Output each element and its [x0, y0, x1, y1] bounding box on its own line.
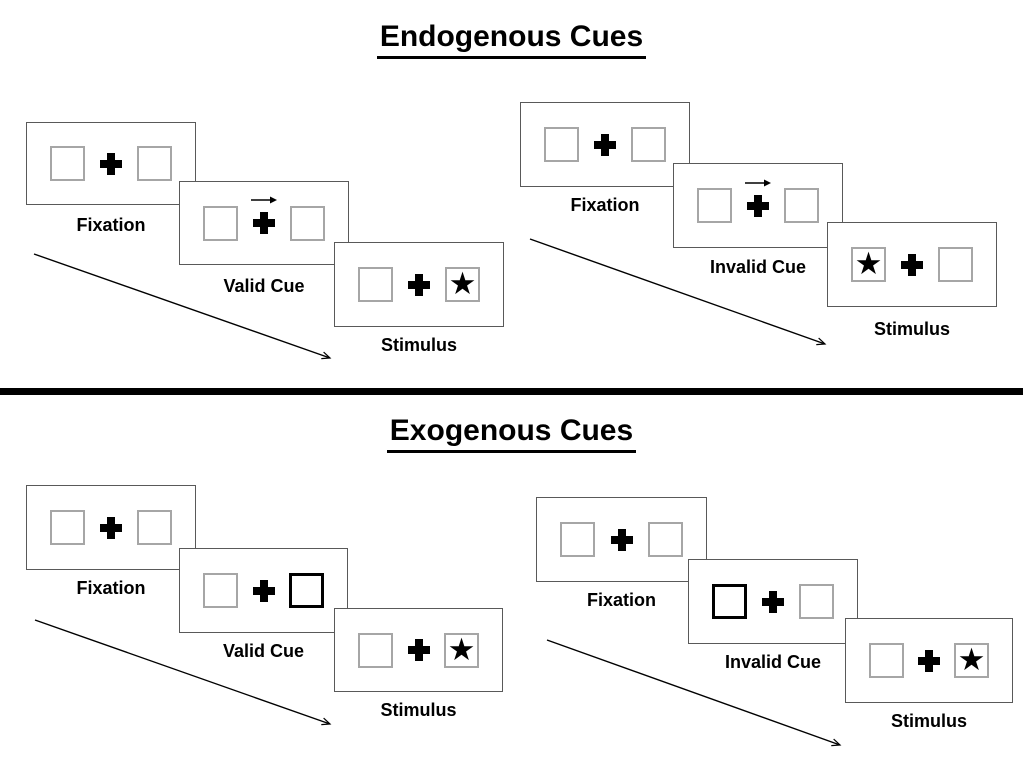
panel-label: Valid Cue	[222, 641, 305, 661]
right-box: ★	[444, 631, 479, 668]
panel-label: Fixation	[76, 215, 146, 235]
left-box	[697, 188, 732, 223]
fixation-cross-icon	[762, 590, 784, 613]
center-symbol	[408, 273, 430, 296]
panel-label: Stimulus	[873, 319, 950, 339]
time-arrow-endogenous-invalid	[529, 238, 825, 344]
panel-exogenous-invalid-cue	[688, 559, 858, 644]
panel-label: Stimulus	[380, 700, 457, 720]
panel-label: Valid Cue	[223, 276, 305, 296]
fixation-cross-icon	[407, 639, 430, 661]
center-symbol	[100, 152, 122, 175]
panel-endogenous-invalid-fixation	[520, 102, 690, 187]
fixation-cross-icon	[253, 212, 275, 234]
left-box	[358, 632, 393, 668]
right-box	[137, 146, 172, 181]
section-title-exogenous: Exogenous Cues	[0, 414, 1023, 453]
right-arrow-icon	[745, 179, 771, 186]
section-title-endogenous: Endogenous Cues	[0, 20, 1023, 59]
panel-exogenous-valid-fixation	[26, 485, 196, 570]
right-box-highlighted	[289, 573, 324, 608]
center-symbol	[251, 196, 277, 234]
center-symbol	[762, 590, 784, 613]
star-icon: ★	[854, 246, 883, 281]
time-arrow-exogenous-valid	[34, 619, 330, 724]
center-symbol	[594, 133, 616, 156]
fixation-cross-icon	[610, 528, 633, 551]
fixation-cross-icon	[408, 273, 430, 296]
section-divider	[0, 388, 1023, 395]
left-box-highlighted	[712, 584, 747, 619]
panel-label: Invalid Cue	[709, 257, 807, 277]
left-box	[358, 267, 393, 302]
right-box	[799, 584, 834, 619]
panel-label: Fixation	[570, 195, 640, 215]
fixation-cross-icon	[594, 133, 616, 156]
center-symbol	[100, 516, 122, 539]
left-box	[869, 643, 904, 678]
section-title-endogenous-text: Endogenous Cues	[376, 20, 647, 59]
left-box	[50, 146, 85, 181]
panel-label: Stimulus	[890, 711, 967, 731]
right-box	[290, 205, 325, 241]
panel-exogenous-valid-cue	[179, 548, 348, 633]
time-arrow-endogenous-valid	[33, 253, 330, 358]
panel-label: Fixation	[586, 590, 656, 610]
left-box	[203, 573, 238, 608]
center-symbol	[918, 649, 940, 672]
star-icon: ★	[447, 631, 476, 667]
fixation-cross-icon	[100, 152, 122, 175]
panel-label: Invalid Cue	[724, 652, 822, 672]
fixation-cross-icon	[100, 516, 122, 539]
center-symbol	[252, 579, 275, 602]
panel-label: Stimulus	[380, 335, 457, 355]
fixation-cross-icon	[901, 253, 923, 276]
panel-endogenous-valid-cue	[179, 181, 349, 265]
center-symbol	[745, 179, 771, 217]
right-box	[631, 127, 666, 162]
left-box: ★	[851, 247, 886, 282]
fixation-cross-icon	[918, 649, 940, 672]
panel-endogenous-invalid-cue	[673, 163, 843, 248]
star-icon: ★	[448, 266, 477, 301]
right-box: ★	[954, 643, 989, 678]
panel-endogenous-valid-stimulus: ★	[334, 242, 504, 327]
left-box	[560, 522, 595, 557]
panel-endogenous-valid-fixation	[26, 122, 196, 205]
right-box	[137, 510, 172, 545]
left-box	[544, 127, 579, 162]
center-symbol	[610, 528, 633, 551]
left-box	[203, 205, 238, 241]
right-box	[784, 188, 819, 223]
right-arrow-icon	[251, 196, 277, 204]
fixation-cross-icon	[747, 194, 769, 217]
panel-exogenous-invalid-fixation	[536, 497, 707, 582]
right-box	[938, 247, 973, 282]
section-title-exogenous-text: Exogenous Cues	[386, 414, 637, 453]
fixation-cross-icon	[252, 579, 275, 602]
center-symbol	[901, 253, 923, 276]
panel-exogenous-valid-stimulus: ★	[334, 608, 503, 692]
panel-exogenous-invalid-stimulus: ★	[845, 618, 1013, 703]
star-icon: ★	[957, 642, 986, 677]
panel-endogenous-invalid-stimulus: ★	[827, 222, 997, 307]
center-symbol	[407, 639, 430, 661]
right-box	[648, 522, 683, 557]
panel-label: Fixation	[76, 578, 146, 598]
right-box: ★	[445, 267, 480, 302]
left-box	[50, 510, 85, 545]
